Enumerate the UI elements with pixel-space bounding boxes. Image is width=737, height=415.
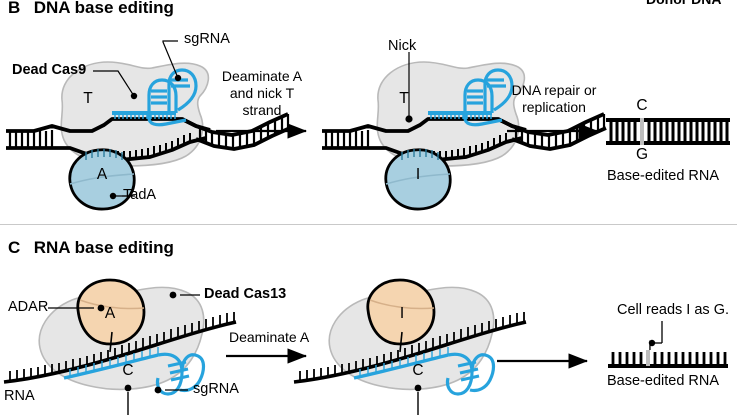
step-line-3: strand [242,101,282,118]
sgrna-hairpin-left [147,68,198,127]
result-rna-teeth [611,352,727,366]
adar-deaminase-mid [366,278,436,346]
step-dna-repair: DNA repair or replication [506,82,602,116]
base-letter-i-mid: I [415,166,421,183]
base-pair-rungs-upper [114,113,176,119]
base-letter-t-left: T [83,90,93,107]
sgrna-hairpin-c-mid [445,352,496,396]
panel-b-complex-middle [322,52,607,211]
duplex-rungs-right [198,114,290,149]
sgrna-guide-strand-c-mid [353,353,449,380]
result-caption-b: Base-edited RNA [607,168,720,184]
leader-dead-cas9 [93,70,138,100]
leader-adar [48,304,105,312]
step-deaminate-a-c: Deaminate A [229,329,309,346]
panel-c-title: RNA base editing [33,238,174,257]
step-line-2: replication [522,98,586,115]
base-letter-a-adar: A [104,305,116,322]
panel-divider [0,224,737,225]
leader-dead-cas13 [169,291,200,299]
base-letter-c-mid: C [412,362,424,379]
result-base-g: G [635,146,649,163]
step-line-1: Deaminate A [221,68,303,84]
result-caption-c: Base-edited RNA [607,373,720,389]
panel-c-complex-middle [293,278,527,415]
result-base-i-c: I [648,337,652,353]
leader-base-c-left [124,384,132,415]
sgrna-pairing-rungs-c-mid [359,347,449,377]
base-letter-i-adar: I [399,305,405,322]
step-line-1: DNA repair or [511,82,597,98]
leader-base-c-mid [414,384,422,415]
target-rna-teeth [9,312,235,381]
label-dead-cas13: Dead Cas13 [204,286,287,302]
label-tada: TadA [123,187,157,203]
clipped-donor-dna-label: Donor DNA [646,0,721,7]
label-sgrna-b: sgRNA [184,31,230,47]
target-rna-strand-mid [293,320,527,384]
panel-b-letter: B [8,0,21,17]
panel-c-complex-left [3,278,237,415]
duplex-rungs-right-mid [514,114,606,149]
leader-cell-reads [648,321,663,347]
label-dead-cas9: Dead Cas9 [12,62,87,78]
tada-base-teeth [85,149,123,160]
tada-deaminase [68,148,136,211]
label-nick: Nick [388,38,417,54]
label-rna: RNA [4,388,35,404]
target-rna-teeth-mid [299,312,525,381]
step-deaminate-nick: Deaminate A and nick T strand [216,68,308,118]
step-line-1: Deaminate A [229,329,310,345]
result-base-c: C [636,97,648,114]
duplex-rungs-left-mid [324,130,370,148]
duplex-rungs-left [8,130,54,148]
base-letter-c-left: C [122,362,134,379]
sgrna-guide-strand-c [63,353,159,380]
base-letter-a-left: A [96,166,108,183]
panel-b-result-duplex [606,118,730,145]
panel-b-title: DNA base editing [33,0,174,17]
label-adar: ADAR [8,299,49,315]
tada-base-teeth-mid [401,149,439,160]
panel-b-heading: B DNA base editing [8,0,174,18]
panel-c-heading: C RNA base editing [8,238,174,258]
sgrna-hairpin-mid [463,68,514,127]
step-line-2: and nick T [229,84,295,101]
target-rna-strand [3,320,237,384]
adar-stem-to-base [109,331,113,353]
label-cell-reads: Cell reads I as G. [617,302,730,318]
result-duplex-rungs [609,120,729,143]
leader-sgrna-b [162,40,182,82]
leader-nick [405,52,413,123]
leader-tada [109,192,135,200]
tada-deaminase-mid [384,148,452,211]
label-sgrna-c: sgRNA [193,381,239,397]
adar-deaminase [76,278,146,346]
adar-stem-to-base-mid [399,331,403,353]
leader-sgrna-c [154,386,188,394]
panel-c-result-rna [608,321,728,368]
base-letter-t-mid: T [399,90,409,107]
base-pair-rungs-upper-mid [430,113,492,119]
panel-b-complex-left [6,40,291,211]
panel-c-letter: C [8,238,21,257]
